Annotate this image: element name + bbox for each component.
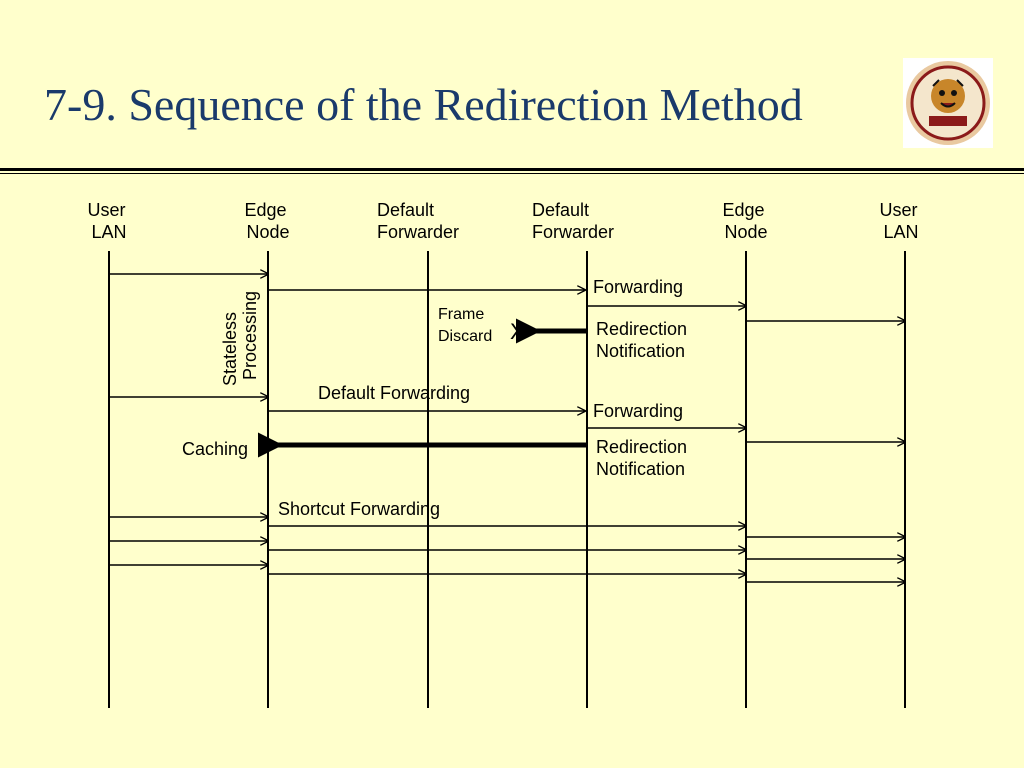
korea-university-logo: [903, 58, 993, 148]
redirection-notification-label: Redirection Notification: [596, 319, 692, 361]
caching-label: Caching: [182, 439, 248, 459]
redirection-notification-label: Redirection Notification: [596, 437, 692, 479]
discard-x-icon: X: [510, 319, 525, 344]
lifeline-header-default-forwarder-right: Default Forwarder: [532, 200, 614, 242]
lifeline-header-user-lan-right: User LAN: [879, 200, 922, 242]
shortcut-forwarding-label: Shortcut Forwarding: [278, 499, 440, 519]
tiger-head-icon: [931, 79, 965, 113]
forwarding-label: Forwarding: [593, 277, 683, 297]
title-divider-thin: [0, 173, 1024, 174]
lifeline-header-edge-node-right: Edge Node: [722, 200, 769, 242]
lifeline-header-edge-node-left: Edge Node: [244, 200, 291, 242]
default-forwarding-label: Default Forwarding: [318, 383, 470, 403]
page-title: 7-9. Sequence of the Redirection Method: [44, 79, 803, 130]
frame-discard-label: Frame Discard: [438, 306, 492, 345]
lifeline-header-default-forwarder-left: Default Forwarder: [377, 200, 459, 242]
lifeline-header-user-lan-left: User LAN: [87, 200, 130, 242]
title-divider: [0, 168, 1024, 171]
stateless-processing-label: Stateless Processing: [220, 291, 260, 386]
forwarding-label: Forwarding: [593, 401, 683, 421]
